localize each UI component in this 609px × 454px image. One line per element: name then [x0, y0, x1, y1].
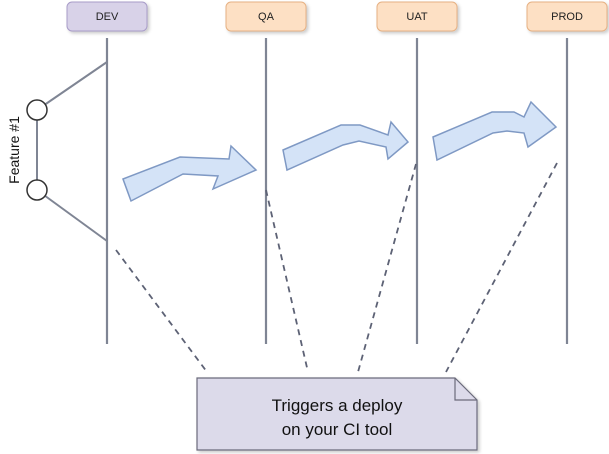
trigger-lines [115, 162, 558, 373]
env-qa[interactable]: QA [225, 1, 307, 32]
env-qa-label: QA [258, 11, 275, 23]
trigger-line-prod [445, 162, 558, 373]
env-prod-label: PROD [551, 11, 583, 23]
env-dev[interactable]: DEV [66, 1, 148, 32]
env-prod[interactable]: PROD [526, 1, 608, 32]
env-dev-box [66, 1, 148, 32]
note-fold [454, 378, 477, 401]
promotion-arrows [122, 100, 558, 203]
arrow-uat-to-prod [432, 100, 558, 162]
env-uat[interactable]: UAT [376, 1, 458, 32]
feature-label: Feature #1 [6, 116, 22, 184]
arrow-dev-to-qa [122, 144, 258, 203]
env-prod-box [526, 1, 608, 32]
env-uat-box [376, 1, 458, 32]
trigger-line-uat [357, 163, 417, 373]
commit-node[interactable] [26, 179, 48, 201]
env-uat-label: UAT [406, 11, 427, 23]
trigger-line-qa [265, 189, 309, 373]
trigger-line-dev [115, 249, 208, 373]
note-line-1: Triggers a deploy [272, 396, 403, 415]
commit-node[interactable] [26, 99, 48, 121]
feature-branch: Feature #1 [6, 61, 108, 242]
arrow-qa-to-uat [282, 120, 410, 172]
feature-branch-start [36, 61, 108, 111]
note-box [196, 377, 478, 451]
env-dev-label: DEV [96, 11, 119, 23]
ci-trigger-note: Triggers a deploy on your CI tool [196, 377, 478, 451]
env-qa-box [225, 1, 307, 32]
note-line-2: on your CI tool [282, 420, 393, 439]
feature-branch-merge [36, 189, 108, 242]
